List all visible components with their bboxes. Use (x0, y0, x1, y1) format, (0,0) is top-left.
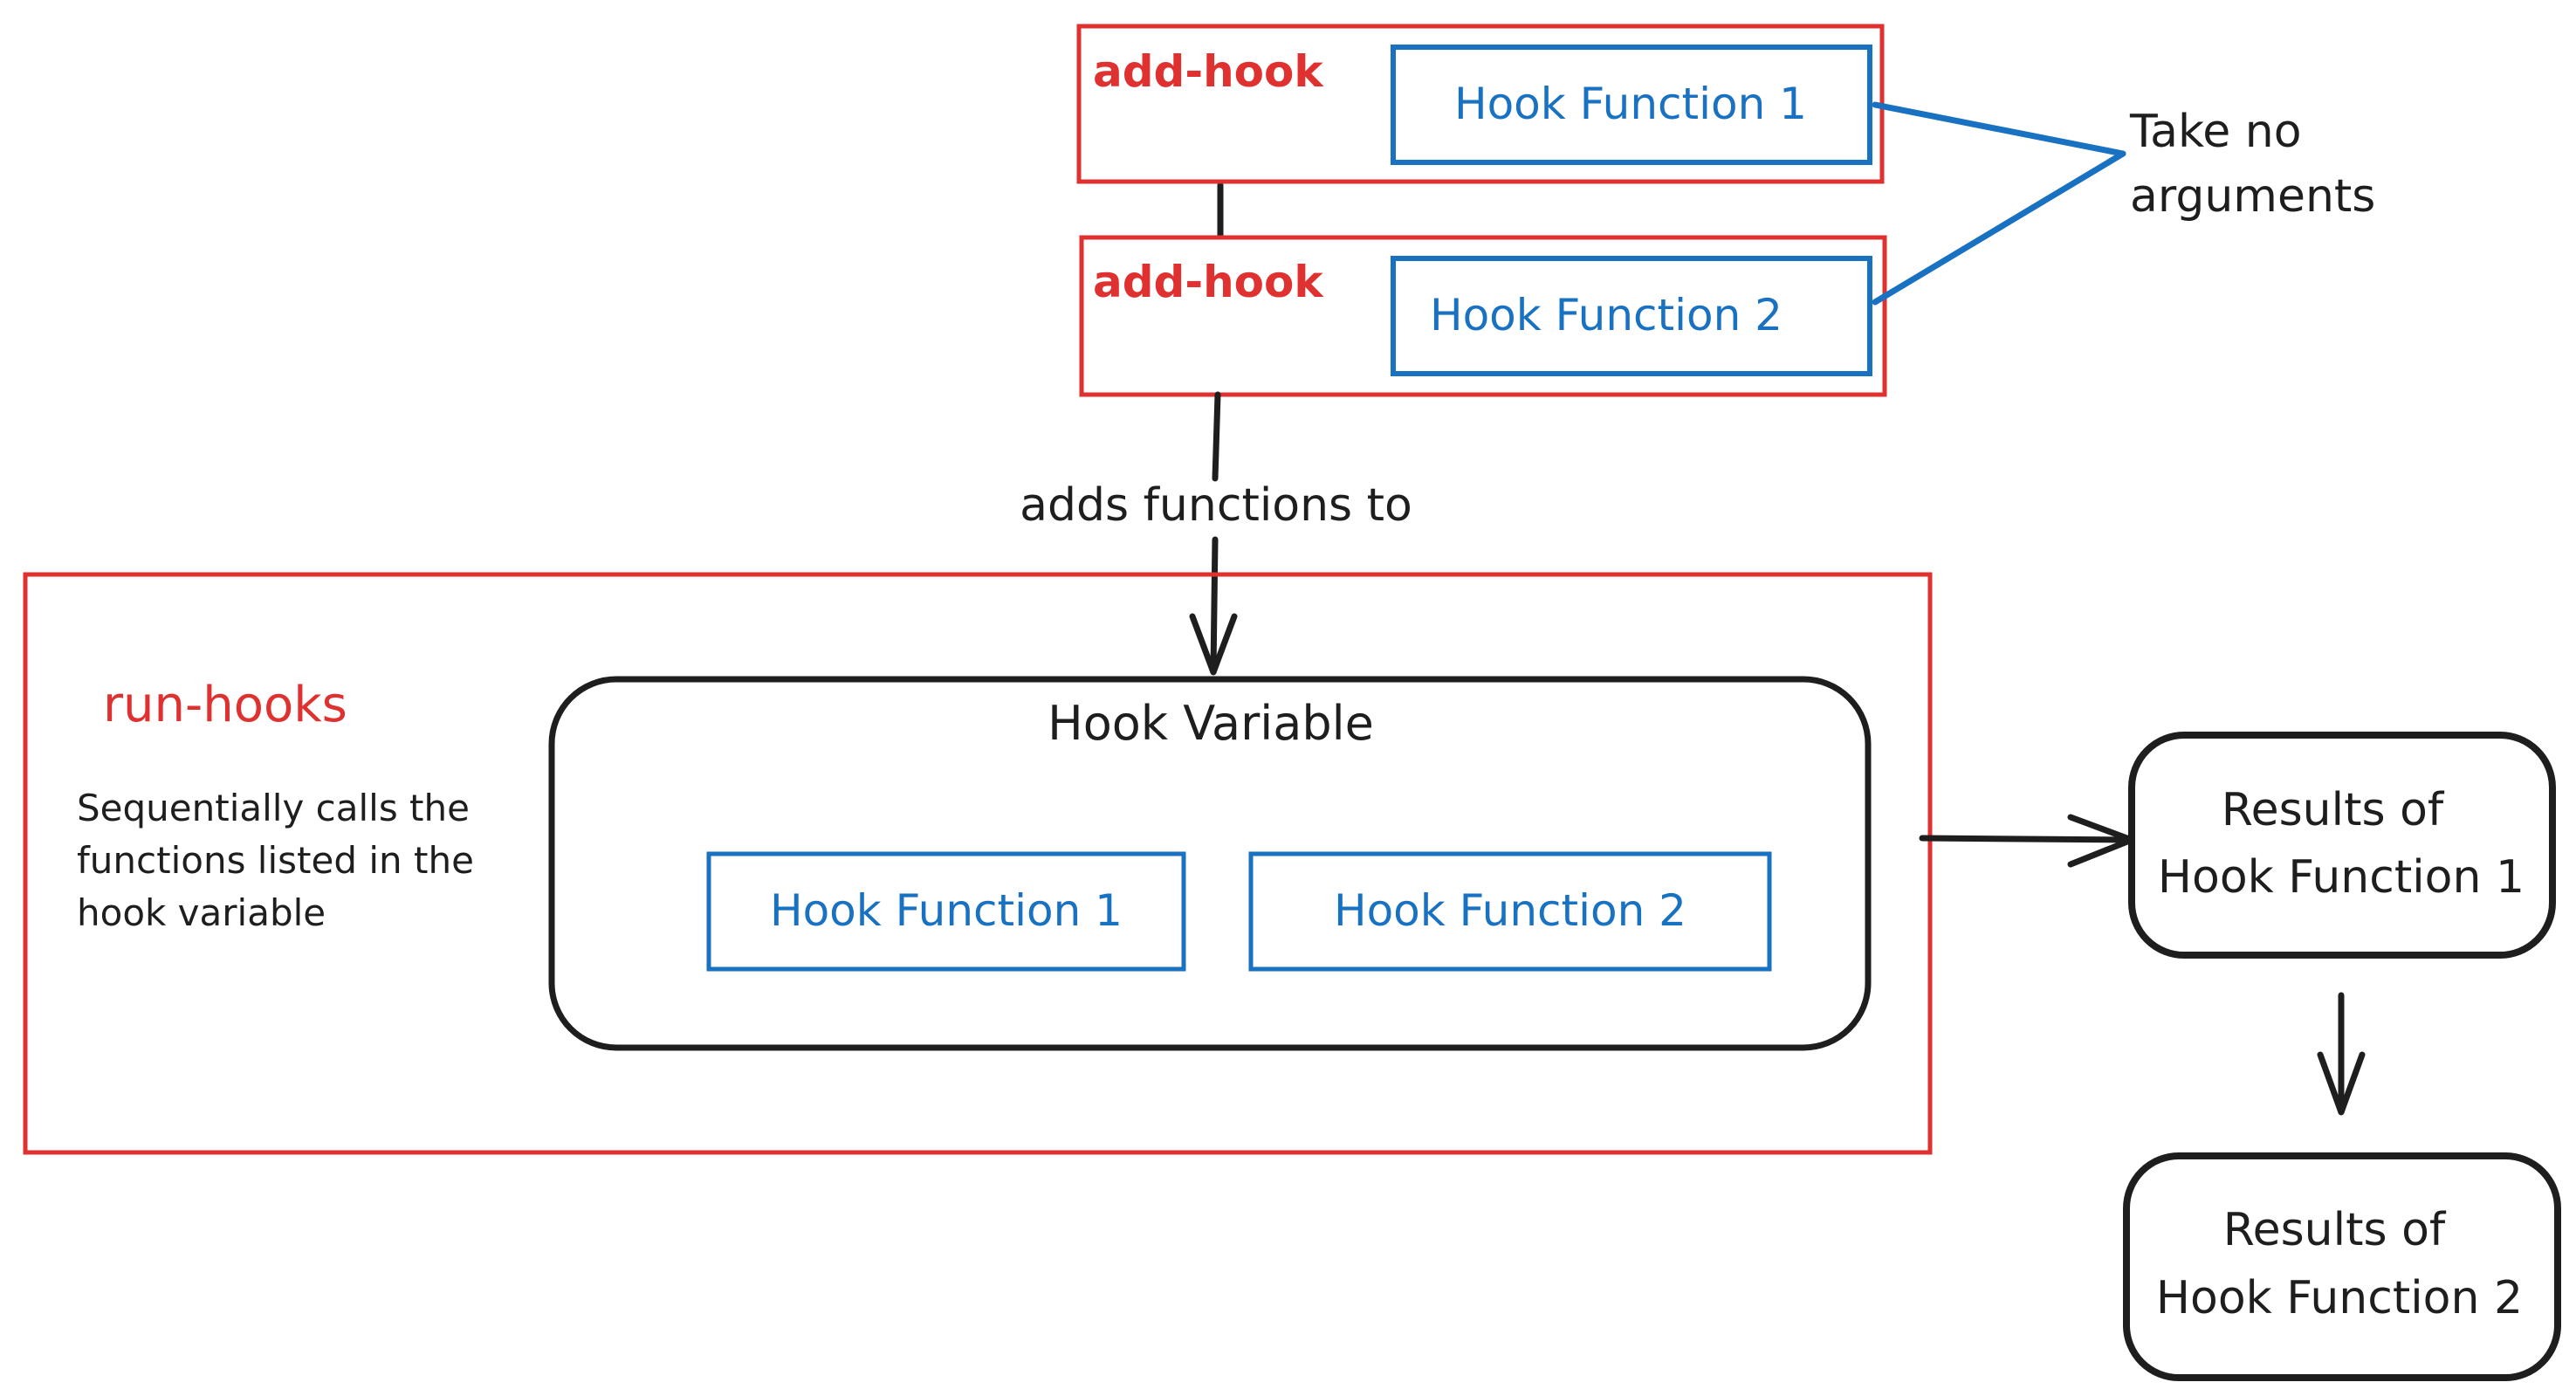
result-1-to-result-2-arrow (2317, 992, 2366, 1116)
hook-function-1-box-top[interactable]: Hook Function 1 (1391, 45, 1872, 165)
run-hooks-label: run-hooks (103, 677, 347, 733)
result-1-line-2: Hook Function 1 (2158, 851, 2524, 904)
run-hooks-description-line-2: functions listed in the (77, 839, 474, 882)
hook-variable-function-1-label: Hook Function 1 (770, 885, 1123, 936)
hook-function-2-label-top: Hook Function 2 (1430, 290, 1783, 340)
run-hooks-description-line-1: Sequentially calls the (77, 787, 470, 829)
run-hooks-to-result-1-arrow (1919, 814, 2135, 868)
add-hook-box-2[interactable]: add-hook Hook Function 2 (1079, 235, 1887, 397)
hook-function-2-box-top[interactable]: Hook Function 2 (1391, 256, 1872, 376)
annotation-pointer-lines (1872, 101, 2126, 306)
result-2-box[interactable]: Results of Hook Function 2 (2123, 1152, 2561, 1381)
hook-variable-box[interactable]: Hook Variable Hook Function 1 Hook Funct… (548, 676, 1872, 1051)
result-2-line-1: Results of (2223, 1204, 2447, 1256)
run-hooks-box[interactable]: run-hooks Sequentially calls the functio… (23, 572, 1933, 1155)
hook-variable-function-2-label: Hook Function 2 (1334, 885, 1686, 936)
add-hook-label-2: add-hook (1093, 257, 1324, 307)
take-no-arguments-annotation: Take no arguments (2129, 106, 2375, 223)
result-1-box[interactable]: Results of Hook Function 1 (2128, 732, 2556, 959)
hook-variable-function-1-box[interactable]: Hook Function 1 (706, 851, 1186, 972)
hook-variable-title: Hook Variable (1048, 696, 1374, 751)
adds-functions-label: adds functions to (1020, 479, 1412, 532)
result-2-line-2: Hook Function 2 (2156, 1272, 2523, 1324)
hook-variable-function-2-box[interactable]: Hook Function 2 (1248, 851, 1772, 972)
run-hooks-description-line-3: hook variable (77, 891, 326, 934)
annotation-line-2: arguments (2130, 170, 2375, 223)
adds-functions-arrow (1189, 391, 1238, 676)
add-hook-label-1: add-hook (1093, 46, 1324, 97)
result-1-line-1: Results of (2222, 784, 2445, 836)
add-hook-box-1[interactable]: add-hook Hook Function 1 (1076, 24, 1885, 184)
hook-function-1-label-top: Hook Function 1 (1454, 79, 1807, 129)
annotation-line-1: Take no (2129, 106, 2302, 158)
